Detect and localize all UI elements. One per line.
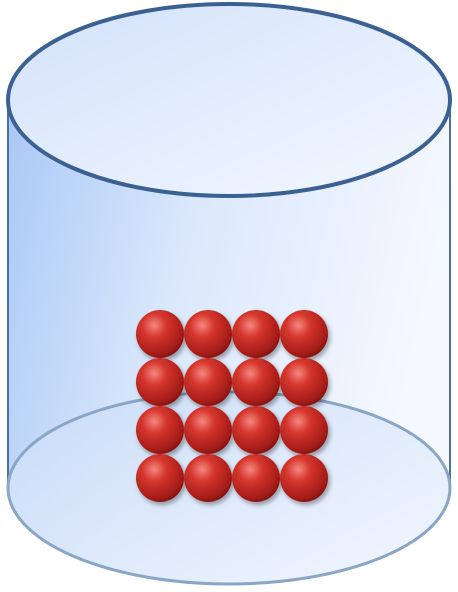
- particle-ball: [136, 358, 184, 406]
- particle-ball: [280, 310, 328, 358]
- particle-ball: [280, 358, 328, 406]
- particle-ball: [184, 358, 232, 406]
- particle-ball: [232, 358, 280, 406]
- particle-ball: [184, 310, 232, 358]
- particle-ball: [280, 454, 328, 502]
- particle-ball: [184, 454, 232, 502]
- particle-ball: [232, 406, 280, 454]
- particle-ball: [136, 454, 184, 502]
- particle-ball: [232, 454, 280, 502]
- particle-ball: [280, 406, 328, 454]
- particle-ball: [136, 310, 184, 358]
- particle-ball: [232, 310, 280, 358]
- particle-ball: [136, 406, 184, 454]
- cylinder-top: [8, 4, 450, 196]
- particle-ball: [184, 406, 232, 454]
